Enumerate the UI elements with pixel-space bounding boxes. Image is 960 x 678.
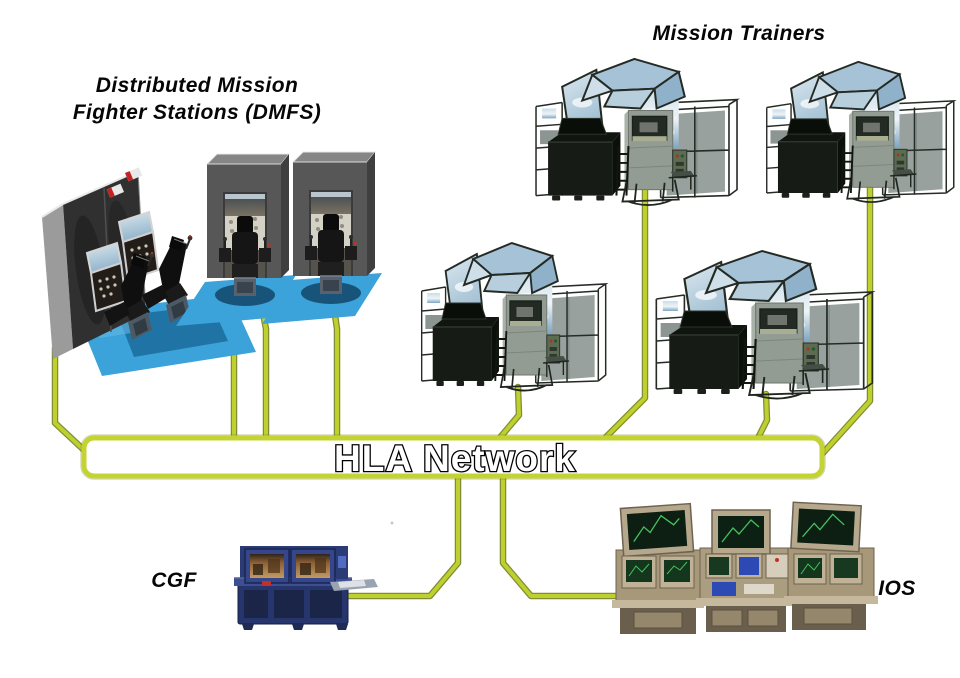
mission-trainer-3 (420, 242, 607, 392)
link-ios (501, 472, 624, 598)
link-trainer-2 (821, 180, 872, 455)
link-trainer-3 (496, 385, 521, 442)
dmfs-station-group-1 (41, 167, 256, 376)
cgf-monitor (290, 548, 336, 584)
hla-network-bar: HLA Network (80, 434, 826, 480)
dmfs-station-group-2 (176, 151, 382, 326)
link-trainer-1 (601, 182, 647, 442)
fighter-seat (142, 234, 193, 323)
cockpit-display-hood (85, 241, 128, 313)
station-warning-label (106, 183, 125, 198)
link-cgf (338, 472, 460, 598)
fighter-station-booth-2 (292, 151, 376, 295)
fighter-station-booth-1 (206, 153, 290, 297)
link-trainer-4 (755, 392, 769, 442)
mission-trainer-1 (535, 57, 739, 207)
ios-center-section (696, 509, 796, 632)
mission-trainers-label: Mission Trainers (652, 22, 826, 45)
mission-trainer-2 (765, 60, 955, 204)
fighter-seat (104, 251, 155, 340)
mission-trainer-4 (655, 249, 874, 400)
stray-dot-artifact (390, 521, 394, 525)
hla-network-label: HLA Network (334, 438, 576, 479)
dmfs-label-line1: Distributed Mission (95, 74, 299, 97)
cgf-label: CGF (151, 569, 197, 592)
cgf-console (234, 546, 378, 630)
station-warning-label (124, 167, 143, 182)
cgf-keyboard (338, 580, 366, 588)
ios-right-section (784, 501, 878, 630)
ios-left-tower (612, 502, 704, 634)
dmfs-label-line2: Fighter Stations (DMFS) (72, 101, 322, 124)
ios-console (612, 501, 878, 634)
ios-label: IOS (878, 577, 916, 600)
dmfs-label: Distributed Mission Fighter Stations (DM… (73, 72, 321, 126)
cgf-monitor (244, 548, 290, 584)
link-dmfs-group1 (53, 346, 87, 453)
